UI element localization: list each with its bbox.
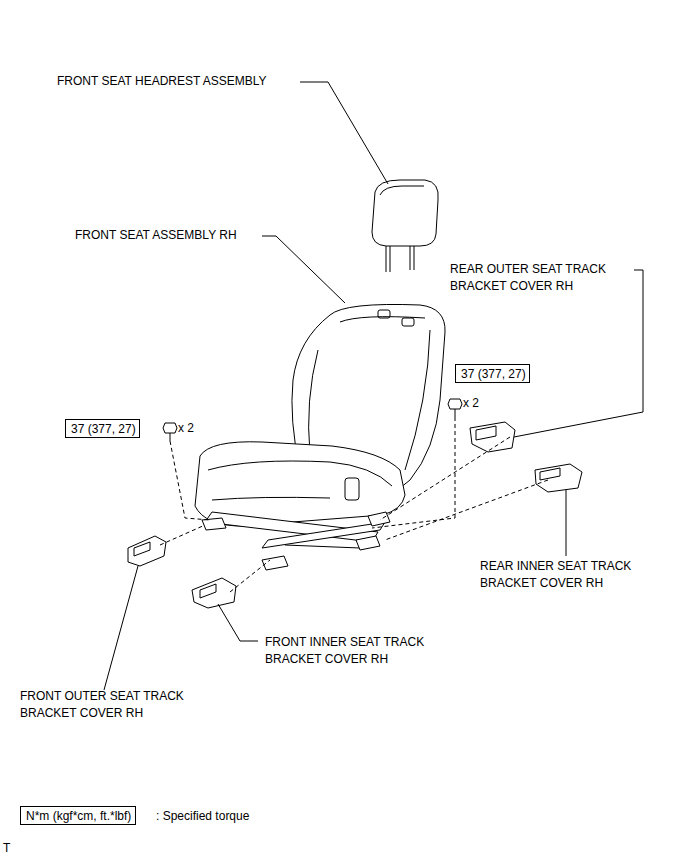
bolt-symbol [163, 399, 462, 441]
quantity-note: x 2 [178, 420, 194, 437]
torque-value: 37 (377, 27) [71, 422, 134, 437]
seat-track-drawing [202, 512, 390, 570]
headrest-drawing [372, 180, 438, 272]
part-name: FRONT SEAT ASSEMBLY RH [75, 227, 237, 244]
figure-mark: T [3, 840, 10, 854]
torque-value: 37 (377, 27) [461, 367, 524, 382]
torque-box: 37 (377, 27) [65, 419, 140, 438]
torque-box: N*m (kgf*cm, ft.*lbf) [20, 806, 136, 825]
part-name: FRONT OUTER SEAT TRACK BRACKET COVER RH [20, 688, 220, 722]
torque-value: N*m (kgf*cm, ft.*lbf) [26, 809, 130, 824]
torque-box: 37 (377, 27) [455, 364, 530, 383]
part-name: : Specified torque [156, 808, 249, 825]
leader-line [104, 82, 643, 690]
part-name: REAR INNER SEAT TRACK BRACKET COVER RH [480, 558, 665, 592]
part-name: FRONT SEAT HEADREST ASSEMBLY [57, 73, 267, 90]
part-name: REAR OUTER SEAT TRACK BRACKET COVER RH [450, 261, 635, 295]
part-name: FRONT INNER SEAT TRACK BRACKET COVER RH [265, 634, 455, 668]
quantity-note: x 2 [463, 395, 479, 412]
